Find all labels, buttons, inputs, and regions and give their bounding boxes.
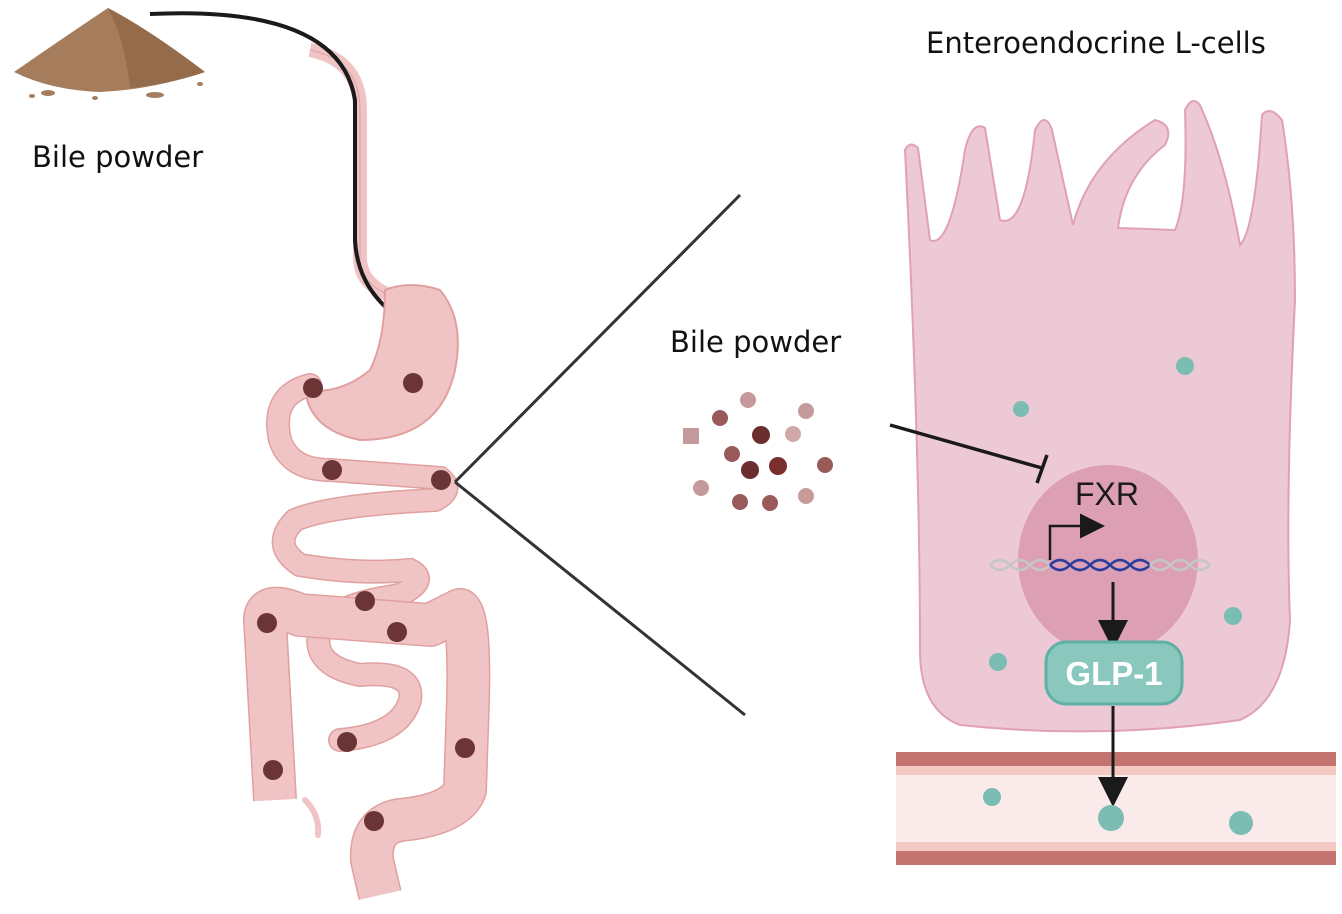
zoom-line-bottom: [454, 480, 746, 717]
cell-type-label: Enteroendocrine L-cells: [926, 26, 1266, 60]
dna-icon: [989, 558, 1211, 572]
bile-particles: [683, 392, 833, 511]
nucleus: [1018, 465, 1198, 655]
zoom-line-top: [453, 193, 742, 484]
glp1-box: [1044, 640, 1184, 706]
stomach: [303, 284, 459, 442]
ingestion-arrow: [149, 11, 431, 336]
l-cell: [903, 100, 1297, 733]
fxr-label: FXR: [1075, 476, 1139, 512]
inhibition-arrow: [889, 423, 1049, 484]
bile-powder-particles-label: Bile powder: [670, 325, 842, 359]
appendix: [302, 797, 322, 838]
gut-bile-dots: [257, 373, 475, 831]
blood-glp1-molecules: [983, 788, 1253, 835]
bile-powder-pile-icon: [14, 8, 205, 100]
bile-powder-source-label: Bile powder: [32, 140, 204, 174]
glp1-granules: [989, 357, 1242, 671]
transcription-start-arrow: [1048, 513, 1105, 560]
glp1-label: GLP-1: [1065, 655, 1162, 692]
blood-vessel: [896, 752, 1336, 865]
